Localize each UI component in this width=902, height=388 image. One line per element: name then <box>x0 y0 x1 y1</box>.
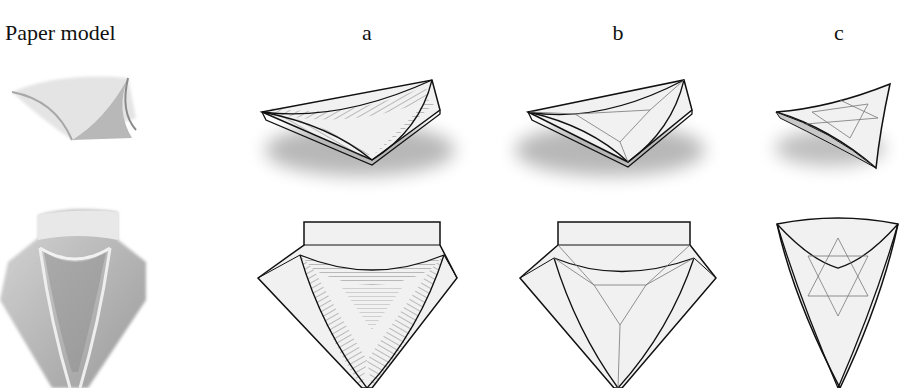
model-a-perspective <box>262 80 455 176</box>
column-header: b <box>613 20 624 46</box>
model-b-perspective <box>515 80 705 176</box>
model-c-plan <box>777 218 898 388</box>
column-header: a <box>362 20 372 46</box>
model-b-plan <box>520 222 716 388</box>
column-header: Paper model <box>5 20 116 46</box>
model-a-plan <box>258 222 457 388</box>
paper-model-perspective <box>12 77 136 140</box>
column-header: c <box>834 20 844 46</box>
paper-model-plan <box>0 209 146 388</box>
model-c-perspective <box>775 84 890 168</box>
